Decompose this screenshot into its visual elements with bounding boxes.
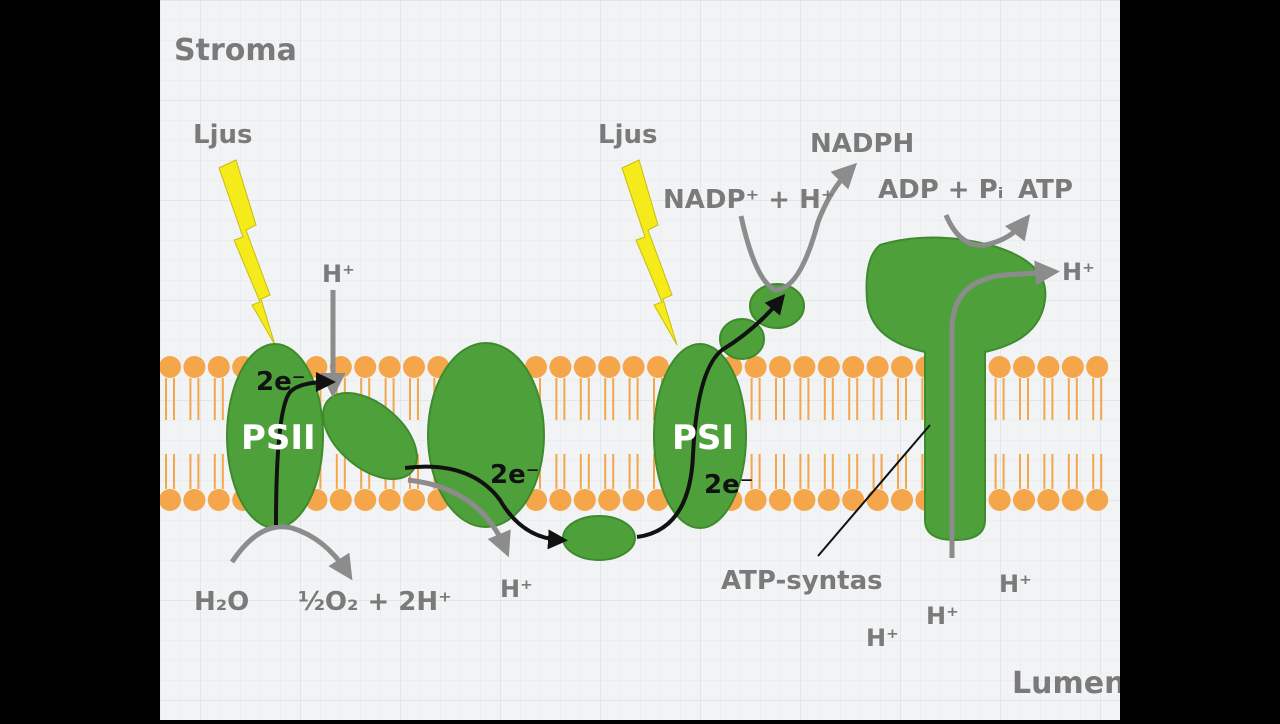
lipid-head (598, 356, 621, 378)
proton-lumen-label: H⁺ (500, 575, 533, 603)
water-label: H₂O (194, 587, 249, 617)
electron-path (274, 372, 336, 526)
arrow-icon (407, 477, 511, 558)
lipid-head (403, 489, 425, 511)
lipid-head (793, 356, 816, 378)
electron-label-psi: 2e⁻ (704, 470, 753, 500)
lipid-head (354, 489, 377, 511)
lipid-head (329, 489, 352, 511)
arrow-icon (949, 260, 1060, 558)
lipid-head (842, 356, 865, 378)
lipid-head (842, 489, 865, 511)
nadph-label: NADPH (810, 129, 914, 159)
lipid-head (159, 489, 181, 511)
electron-path (636, 293, 786, 539)
electron-path (404, 464, 568, 550)
lightning-bolt-icon (218, 159, 276, 346)
psi-complex (653, 343, 747, 529)
psi-label: PSI (672, 418, 734, 458)
lipid-head (866, 489, 889, 511)
electron-label-cytochrome: 2e⁻ (490, 460, 539, 490)
lumen-proton: H⁺ (926, 602, 959, 630)
lightning-bolt-icon (621, 159, 678, 346)
atp-label: ATP (1018, 175, 1073, 205)
psii-label: PSII (241, 418, 316, 458)
lipid-head (988, 489, 1011, 511)
lipid-head (744, 489, 767, 511)
light-label-right: Ljus (598, 120, 657, 150)
adp-label: ADP + Pᵢ (878, 175, 1003, 205)
light-label-left: Ljus (193, 120, 252, 150)
lipid-head (891, 356, 913, 378)
lipid-head (1013, 489, 1035, 511)
lipid-head (573, 356, 596, 378)
lumen-proton: H⁺ (999, 570, 1032, 598)
lipid-head (1061, 489, 1084, 511)
lipid-head (378, 356, 401, 378)
lipid-head (1086, 356, 1109, 378)
lipid-head (159, 356, 181, 378)
lipid-head (183, 489, 206, 511)
lipid-head (207, 489, 230, 511)
electron-label-psii: 2e⁻ (256, 367, 305, 397)
lipid-head (1037, 356, 1060, 378)
lumen-label: Lumen (1012, 666, 1125, 701)
lipid-head (1013, 356, 1035, 378)
lipid-head (573, 489, 596, 511)
lipid-head (183, 356, 206, 378)
oxygen-protons-label: ½O₂ + 2H⁺ (298, 587, 452, 617)
arrow-icon (229, 524, 353, 581)
left-letterbox (0, 0, 160, 720)
proton-stroma-label: H⁺ (322, 260, 355, 288)
lipid-head (598, 489, 621, 511)
lipid-head (817, 489, 840, 511)
lipid-head (647, 356, 669, 378)
plastoquinone (322, 391, 418, 481)
lumen-proton: H⁺ (866, 624, 899, 652)
plastocyanin (562, 515, 636, 561)
right-letterbox (1120, 0, 1280, 720)
proton-out-label: H⁺ (1062, 258, 1095, 286)
lipid-head (769, 356, 791, 378)
atp-synthase-pointer (817, 424, 931, 557)
nadp-label: NADP⁺ + H⁺ (663, 185, 835, 215)
lipid-head (744, 356, 767, 378)
lipid-head (403, 356, 425, 378)
atp-synthase-label: ATP-syntas (721, 566, 883, 596)
lipid-head (891, 489, 913, 511)
lipid-head (622, 489, 645, 511)
lipid-head (988, 356, 1011, 378)
lipid-head (769, 489, 791, 511)
lipid-head (549, 356, 572, 378)
lipid-head (1061, 356, 1084, 378)
lipid-head (549, 489, 572, 511)
lipid-head (1086, 489, 1109, 511)
stroma-label: Stroma (174, 33, 297, 68)
arrow-icon (738, 162, 858, 293)
cytochrome-complex (427, 342, 545, 528)
lipid-head (793, 489, 816, 511)
lipid-head (866, 356, 889, 378)
arrow-icon (943, 213, 1031, 248)
lipid-head (817, 356, 840, 378)
lipid-head (378, 489, 401, 511)
lipid-head (207, 356, 230, 378)
lipid-head (1037, 489, 1060, 511)
lipid-head (354, 356, 377, 378)
lipid-head (622, 356, 645, 378)
lipid-head (525, 356, 547, 378)
